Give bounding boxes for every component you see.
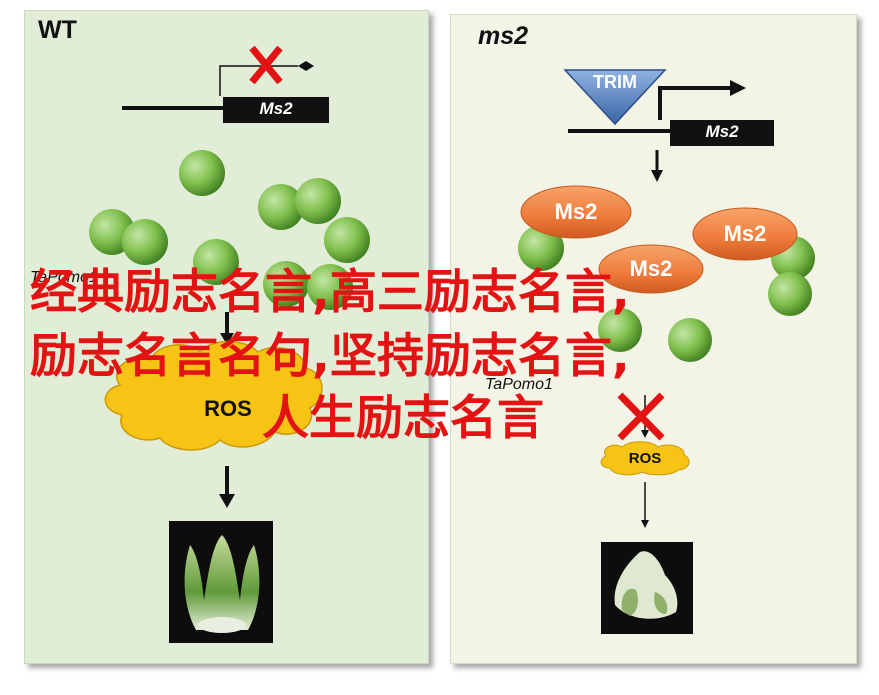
ms2-protein-ellipses — [520, 185, 798, 294]
ms2-protein-label-2: Ms2 — [723, 221, 767, 246]
ms2-block-x-icon — [617, 392, 665, 441]
ms2-ros-cloud — [600, 441, 690, 476]
ms2-gene-label: Ms2 — [705, 122, 739, 141]
wt-ros-label: ROS — [204, 396, 252, 421]
wt-flower-image — [169, 521, 273, 643]
overlay-text-line-2: 励志名言名句,坚持励志名言, — [30, 329, 630, 384]
trim-insertion-icon — [563, 69, 667, 126]
trim-label: TRIM — [593, 72, 637, 92]
ms2-gene-diagram — [568, 80, 774, 146]
wt-panel-title: WT — [38, 16, 77, 44]
wt-block-x-icon — [249, 45, 283, 85]
wt-gene-diagram — [122, 61, 329, 123]
overlay-text-line-1: 经典励志名言,高三励志名言, — [30, 265, 630, 320]
ms2-panel-title: ms2 — [478, 22, 529, 50]
ms2-flower-image — [601, 542, 693, 634]
ms2-protein-label-3: Ms2 — [629, 256, 673, 281]
overlay-text-line-3: 人生励志名言 — [262, 391, 544, 446]
wt-ros-cloud — [104, 340, 323, 451]
ms2-protein-label-1: Ms2 — [554, 199, 598, 224]
ms2-protein-spheres — [518, 225, 815, 362]
wt-gene-label: Ms2 — [259, 99, 293, 118]
ms2-pomo-label: TaPomo1 — [485, 376, 553, 393]
ms2-ros-label: ROS — [628, 450, 662, 467]
wt-protein-spheres — [89, 150, 370, 310]
wt-pomo-label: TaPomo1 — [30, 269, 98, 286]
